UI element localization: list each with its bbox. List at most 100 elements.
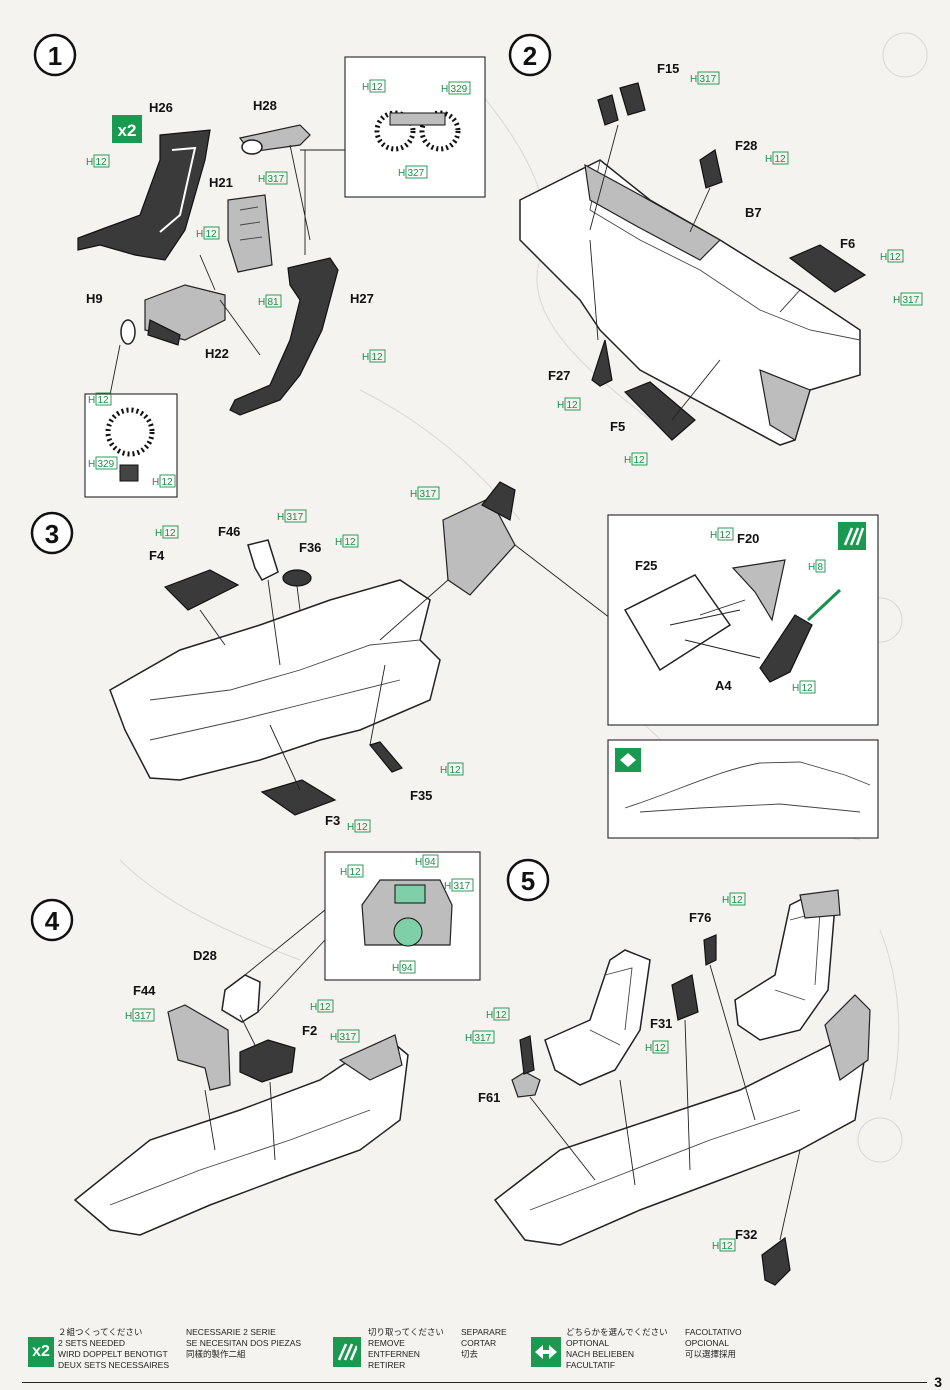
paint-prefix: H (398, 168, 405, 179)
step-number-circle (508, 33, 552, 77)
x2-icon: x2 (28, 1337, 54, 1367)
step-1: 1 x2 H26 (33, 33, 486, 498)
paint-code-box (265, 171, 288, 185)
paint-code-number: 317 (454, 881, 471, 892)
step-2: 2 F15 F28 B7 F6 F27 F5 (508, 33, 867, 446)
paint-code-number: 317 (340, 1032, 357, 1043)
inset-goggle-detail (344, 56, 486, 198)
paint-prefix: H (880, 252, 887, 263)
paint-prefix: H (690, 74, 697, 85)
part-f31 (671, 974, 699, 1021)
paint-code-number: 12 (165, 528, 177, 539)
cut-legend-text: 切り取ってください REMOVE ENTFERNEN RETIRER (368, 1327, 444, 1370)
label-f46: F46 (218, 524, 240, 539)
label-h9: H9 (86, 291, 103, 306)
paint-code-box (799, 680, 816, 694)
label-f31: F31 (650, 1016, 672, 1031)
paint-prefix: H (808, 562, 815, 573)
paint-code-box (369, 79, 386, 93)
paint-prefix: H (440, 765, 447, 776)
paint-code-number: 12 (655, 1043, 667, 1054)
paint-code-number: 317 (287, 512, 304, 523)
paint-prefix: H (258, 174, 265, 185)
cut-mark-icon (337, 1343, 357, 1361)
paint-code-box (354, 819, 371, 833)
label-f28: F28 (735, 138, 757, 153)
paint-code-number: 12 (732, 895, 744, 906)
paint-code-box (417, 486, 440, 500)
paint-code-box (697, 71, 720, 85)
step-3: 3 F4 F46 F36 F35 F3 F25 F20 A4 (30, 481, 879, 839)
paint-code-number: 12 (320, 1002, 332, 1013)
paint-prefix: H (196, 229, 203, 240)
rear-seat (544, 949, 651, 1086)
paint-code-box (159, 474, 176, 488)
label-f44: F44 (133, 983, 156, 998)
part-a4 (759, 614, 813, 683)
paint-prefix: H (444, 881, 451, 892)
paint-code-box (772, 151, 789, 165)
step-number-circle (506, 858, 550, 902)
part-f36 (282, 569, 312, 587)
step-number: 2 (523, 41, 537, 71)
paint-code-box (493, 1007, 510, 1021)
paint-code-box (451, 878, 474, 892)
x2-badge-label: x2 (118, 121, 137, 140)
part-f4 (163, 569, 240, 611)
paint-code-number: 12 (890, 252, 902, 263)
step-number: 1 (48, 41, 62, 71)
paint-prefix: H (335, 537, 342, 548)
cockpit-tub (493, 1039, 866, 1246)
step-number: 3 (45, 519, 59, 549)
part-f25 (623, 574, 732, 672)
label-f6: F6 (840, 236, 855, 251)
page-number: 3 (934, 1374, 942, 1390)
part-f27 (591, 339, 613, 387)
optional-legend-text: どちらかを選んでください OPTIONAL NACH BELIEBEN FACU… (566, 1327, 668, 1370)
paint-code-box (342, 534, 359, 548)
paint-code-box (284, 509, 307, 523)
paint-code-box (317, 999, 334, 1013)
paint-prefix: H (347, 822, 354, 833)
paint-code-box (887, 249, 904, 263)
label-f4: F4 (149, 548, 165, 563)
paint-prefix: H (557, 400, 564, 411)
paint-code-number: 12 (162, 477, 174, 488)
paint-prefix: H (155, 528, 162, 539)
paint-code-box (132, 1008, 155, 1022)
label-f61: F61 (478, 1090, 500, 1105)
paint-code-number: 317 (268, 174, 285, 185)
paint-prefix: H (152, 477, 159, 488)
label-h26: H26 (149, 100, 173, 115)
paint-code-number: 12 (96, 157, 108, 168)
label-a4: A4 (715, 678, 732, 693)
paint-code-box (337, 1029, 360, 1043)
paint-prefix: H (710, 530, 717, 541)
label-f32: F32 (735, 1227, 757, 1242)
ring-detail (105, 407, 155, 482)
label-h22: H22 (205, 346, 229, 361)
part-h9 (120, 319, 136, 345)
step-number: 4 (45, 906, 60, 936)
paint-code-number: 12 (722, 1241, 734, 1252)
step-4: 4 D28 F44 F2 (30, 851, 481, 1236)
part-f35 (368, 741, 403, 773)
paint-prefix: H (310, 1002, 317, 1013)
paint-code-box (815, 559, 826, 573)
paint-code-number: 12 (206, 229, 218, 240)
inset-optional-view (607, 739, 879, 839)
